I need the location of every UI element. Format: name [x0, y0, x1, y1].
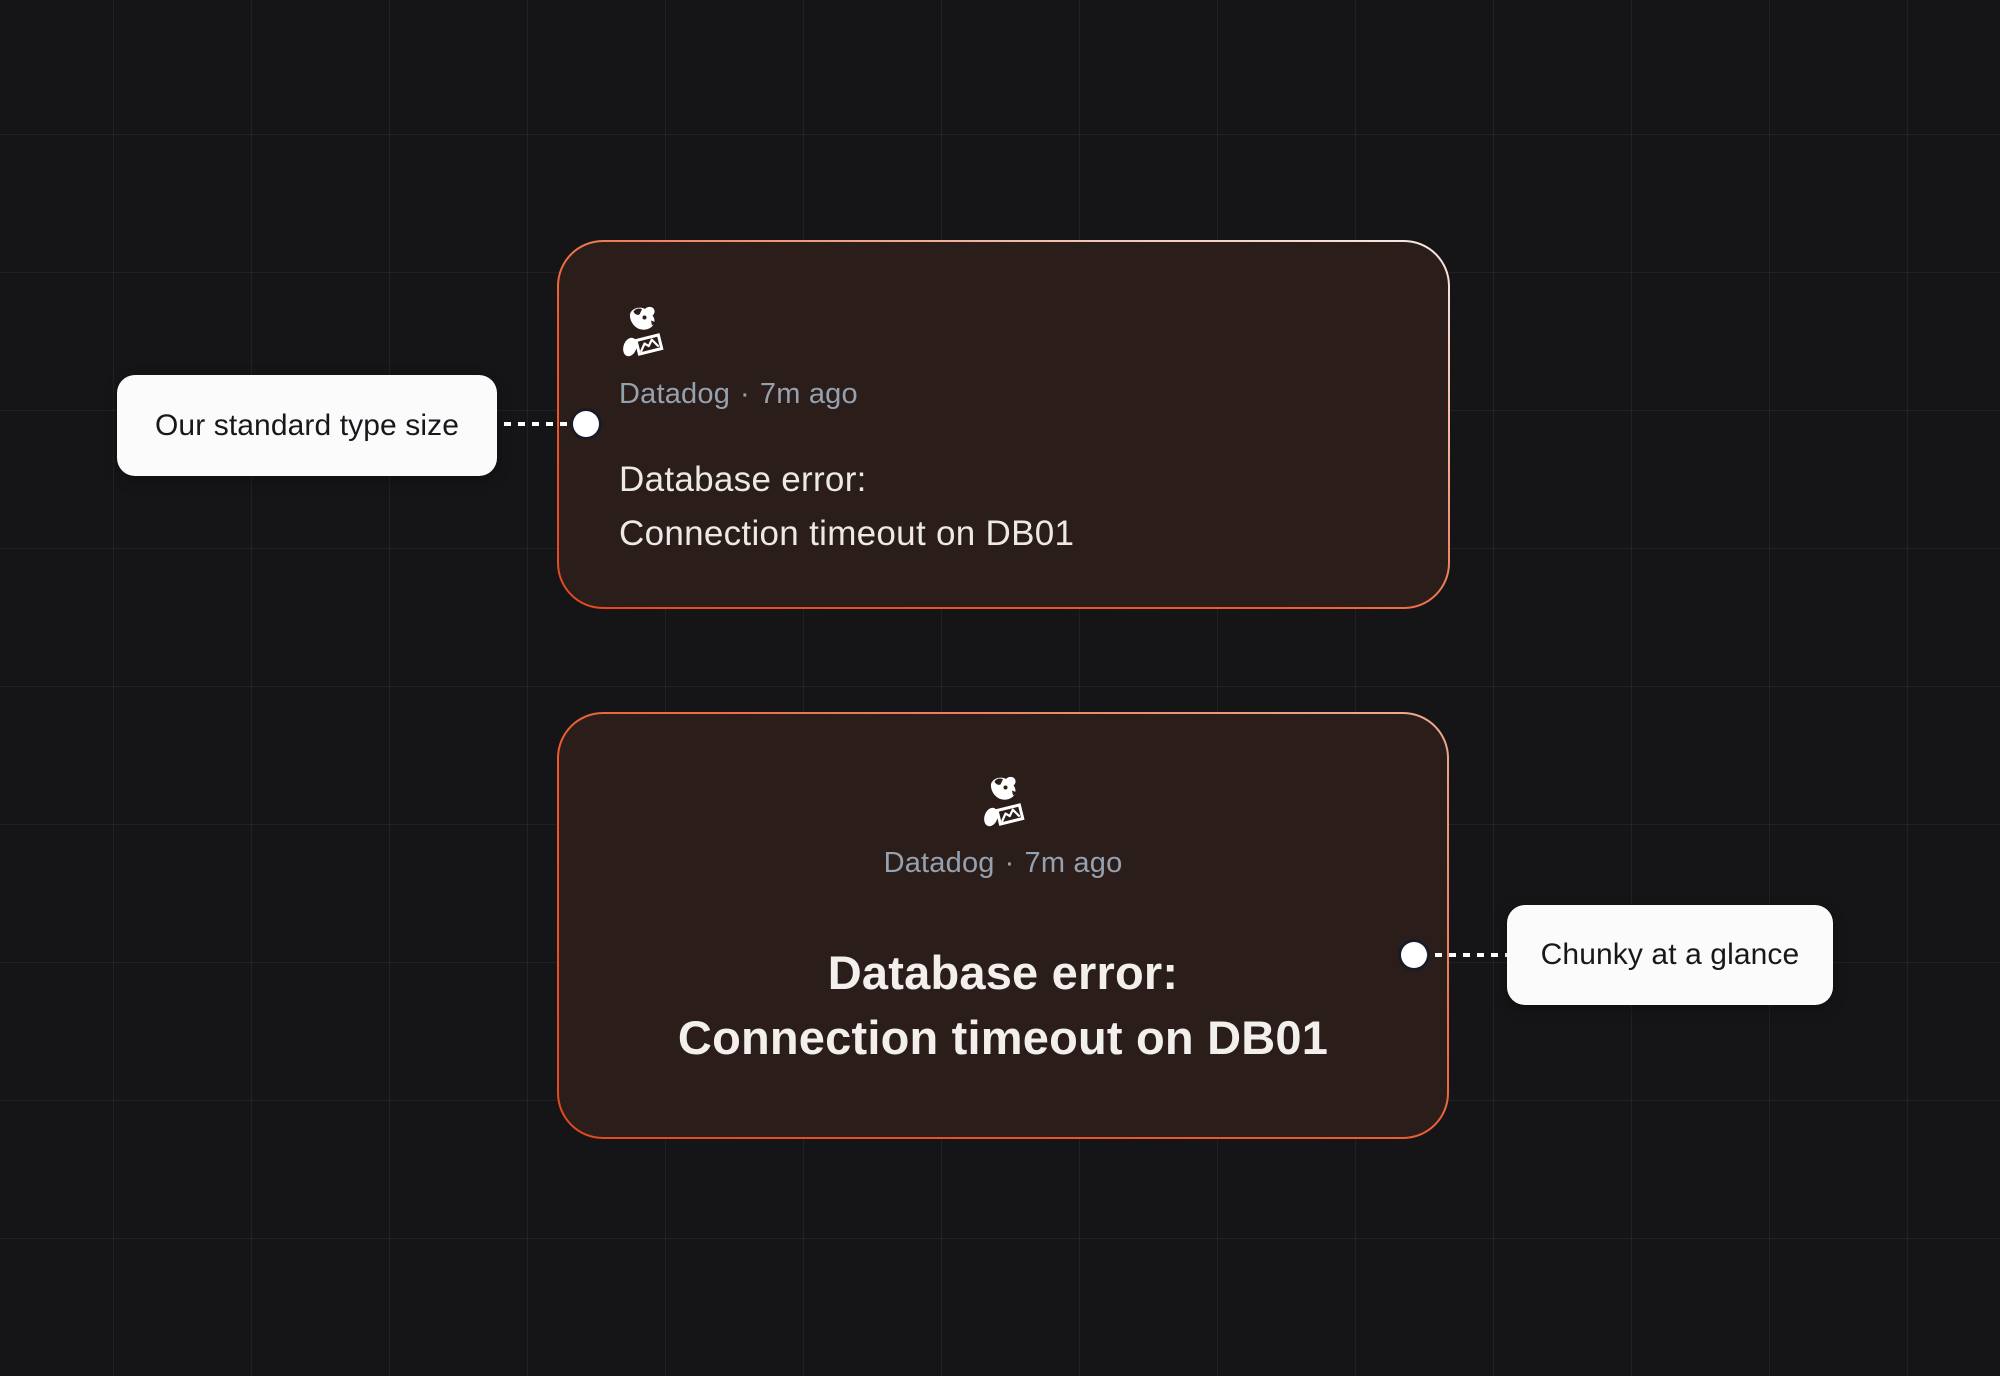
connector-dotted-line [1421, 953, 1507, 957]
alert-message-line2: Connection timeout on DB01 [677, 1011, 1329, 1064]
alert-meta: Datadog · 7m ago [884, 848, 1123, 878]
datadog-logo-icon [623, 306, 664, 357]
alert-timestamp: 7m ago [759, 378, 858, 410]
alert-message-line1: Database error: [827, 946, 1179, 999]
meta-separator: · [740, 378, 750, 410]
alert-card-chunky-body: Datadog · 7m ago Database error: Connect… [559, 714, 1447, 1137]
callout-chunky-at-a-glance: Chunky at a glance [1507, 905, 1833, 1005]
alert-source: Datadog [883, 847, 995, 879]
datadog-logo-icon [984, 776, 1025, 827]
connector-pin-dot [1401, 942, 1427, 968]
alert-card-standard[interactable]: Datadog · 7m ago Database error: Connect… [557, 240, 1450, 609]
alert-card-chunky[interactable]: Datadog · 7m ago Database error: Connect… [557, 712, 1449, 1139]
alert-card-standard-body: Datadog · 7m ago Database error: Connect… [559, 242, 1448, 607]
connector-pin-dot [573, 411, 599, 437]
alert-message: Database error: Connection timeout on DB… [619, 453, 1074, 561]
connector-dotted-line [490, 422, 578, 426]
meta-separator: · [1004, 847, 1015, 879]
alert-message-line2: Connection timeout on DB01 [619, 514, 1075, 553]
alert-message: Database error: Connection timeout on DB… [678, 940, 1328, 1070]
alert-message-line1: Database error: [619, 460, 867, 499]
callout-label: Chunky at a glance [1540, 938, 1800, 971]
alert-meta: Datadog · 7m ago [619, 379, 858, 409]
alert-timestamp: 7m ago [1024, 847, 1123, 879]
alert-source: Datadog [619, 378, 731, 410]
callout-label: Our standard type size [154, 408, 460, 442]
callout-standard-type-size: Our standard type size [117, 375, 497, 476]
